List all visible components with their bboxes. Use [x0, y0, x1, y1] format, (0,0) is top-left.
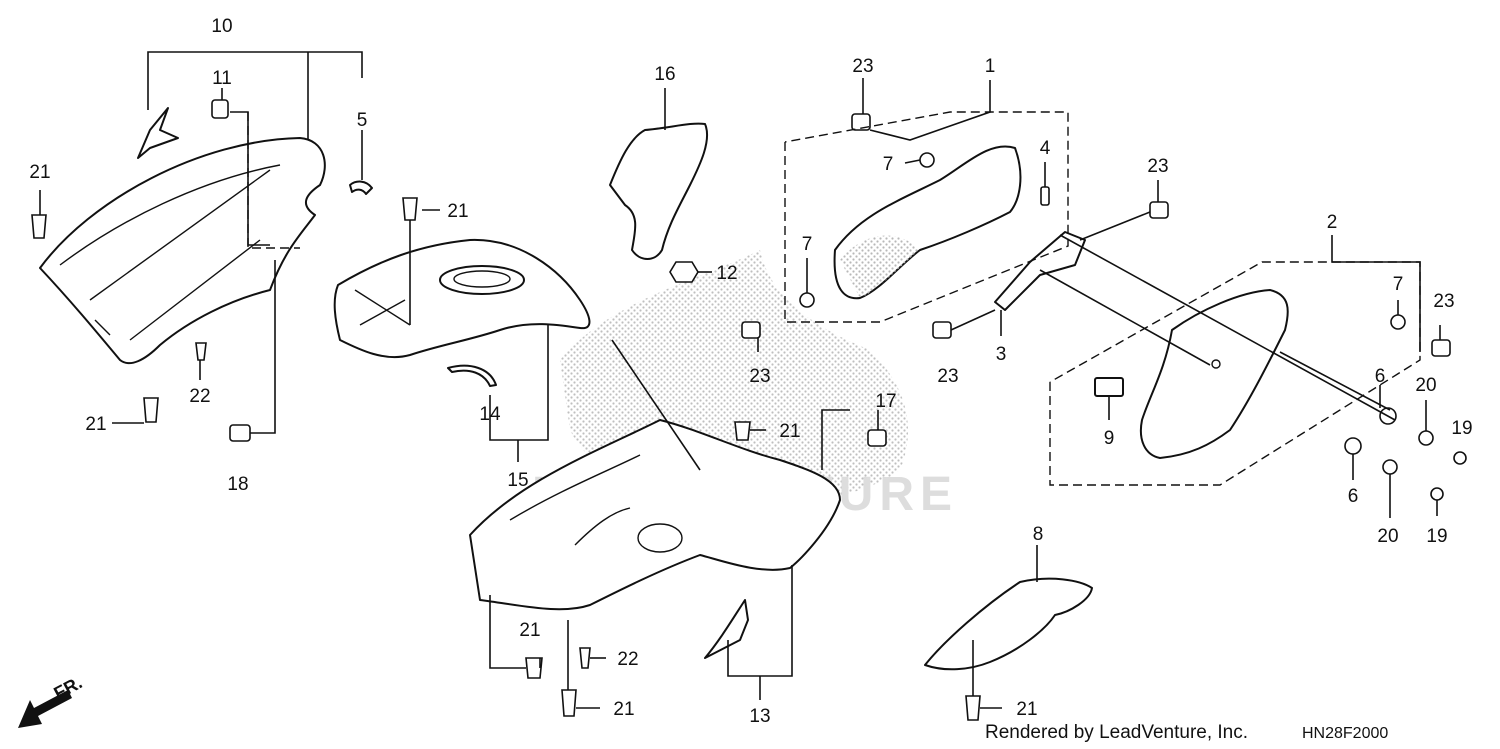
callout-21[interactable]: 21: [1016, 699, 1037, 720]
callout-9[interactable]: 9: [1104, 428, 1115, 449]
front-direction-indicator: FR.: [18, 672, 85, 728]
callout-8[interactable]: 8: [1033, 524, 1044, 545]
callout-10[interactable]: 10: [211, 16, 232, 37]
callout-14[interactable]: 14: [479, 404, 501, 425]
dashed-groups: [247, 111, 1421, 486]
part-21-clip-e[interactable]: [965, 695, 981, 721]
part-22-screw-a[interactable]: [195, 342, 207, 361]
callout-12[interactable]: 12: [716, 263, 737, 284]
part-emblem-lower[interactable]: [704, 599, 749, 659]
callout-1[interactable]: 1: [985, 56, 996, 77]
part-23-bolt-a[interactable]: [851, 113, 871, 131]
callout-19[interactable]: 19: [1451, 418, 1472, 439]
callout-23[interactable]: 23: [852, 56, 873, 77]
callout-6[interactable]: 6: [1348, 486, 1359, 507]
part-23-bolt-d[interactable]: [932, 321, 952, 339]
part-11-nut[interactable]: [211, 99, 229, 119]
part-9-label[interactable]: [1094, 377, 1124, 397]
callout-20[interactable]: 20: [1377, 526, 1398, 547]
part-10-side-cover-left[interactable]: [39, 137, 326, 365]
leader-lines: [39, 51, 1441, 709]
callout-16[interactable]: 16: [654, 64, 675, 85]
part-7-grommet-c[interactable]: [1390, 314, 1406, 330]
part-16-panel[interactable]: [609, 122, 709, 260]
part-1-bracket-cover[interactable]: [833, 145, 1022, 300]
callout-3[interactable]: 3: [996, 344, 1007, 365]
callout-21[interactable]: 21: [519, 620, 540, 641]
part-21-clip-g[interactable]: [561, 689, 577, 717]
callout-7[interactable]: 7: [883, 154, 894, 175]
callout-18[interactable]: 18: [227, 474, 248, 495]
part-6-nut-b[interactable]: [1344, 437, 1362, 455]
part-21-clip-c[interactable]: [402, 197, 418, 221]
callout-19[interactable]: 19: [1426, 526, 1447, 547]
callout-2[interactable]: 2: [1327, 212, 1338, 233]
callout-15[interactable]: 15: [507, 470, 528, 491]
callout-23[interactable]: 23: [1433, 291, 1454, 312]
callout-23[interactable]: 23: [937, 366, 958, 387]
callout-6[interactable]: 6: [1375, 366, 1386, 387]
part-14-clip[interactable]: [447, 364, 497, 387]
part-19-screw-a[interactable]: [1453, 451, 1467, 465]
part-4-pin[interactable]: [1040, 186, 1050, 206]
part-21-clip-f[interactable]: [525, 657, 543, 679]
part-17-bolt[interactable]: [867, 429, 887, 447]
part-12-nut[interactable]: [669, 261, 699, 283]
part-18-bolt[interactable]: [229, 424, 251, 442]
part-8-guard[interactable]: [924, 577, 1093, 671]
callout-21[interactable]: 21: [779, 421, 800, 442]
callout-23[interactable]: 23: [749, 366, 770, 387]
diagram-code: HN28F2000: [1302, 725, 1388, 742]
callout-23[interactable]: 23: [1147, 156, 1168, 177]
callout-22[interactable]: 22: [189, 386, 210, 407]
front-arrow-icon: [18, 690, 72, 728]
callouts: 10 11 5 21 21 22 18 21 14 15 16 12 23 1 …: [29, 16, 1472, 727]
part-2-side-cover-right[interactable]: [1140, 289, 1289, 459]
callout-21[interactable]: 21: [85, 414, 106, 435]
part-23-bolt-b[interactable]: [741, 321, 761, 339]
part-23-bolt-e[interactable]: [1431, 339, 1451, 357]
callout-22[interactable]: 22: [617, 649, 638, 670]
part-21-clip-a[interactable]: [31, 214, 47, 239]
part-22-screw-b[interactable]: [579, 647, 591, 669]
callout-5[interactable]: 5: [357, 110, 368, 131]
part-20-washer-b[interactable]: [1382, 459, 1398, 475]
callout-13[interactable]: 13: [749, 706, 770, 727]
callout-7[interactable]: 7: [1393, 274, 1404, 295]
callout-17[interactable]: 17: [875, 391, 896, 412]
part-13-lower-cover[interactable]: [469, 419, 841, 611]
callout-21[interactable]: 21: [29, 162, 50, 183]
part-21-clip-b[interactable]: [143, 397, 159, 423]
callout-11[interactable]: 11: [212, 68, 232, 89]
part-20-washer-a[interactable]: [1418, 430, 1434, 446]
callout-4[interactable]: 4: [1040, 138, 1051, 159]
callout-21[interactable]: 21: [613, 699, 634, 720]
callout-7[interactable]: 7: [802, 234, 813, 255]
part-7-grommet-a[interactable]: [919, 152, 935, 168]
part-21-clip-d[interactable]: [734, 421, 751, 441]
callout-21[interactable]: 21: [447, 201, 468, 222]
part-emblem-left[interactable]: [137, 107, 179, 159]
part-3-stay[interactable]: [994, 231, 1086, 311]
part-23-bolt-c[interactable]: [1149, 201, 1169, 219]
part-15-tank-cover[interactable]: [333, 238, 591, 359]
part-19-screw-b[interactable]: [1430, 487, 1444, 501]
part-7-grommet-b[interactable]: [799, 292, 815, 308]
fasteners: [31, 99, 1467, 721]
callout-20[interactable]: 20: [1415, 375, 1436, 396]
credit-text: Rendered by LeadVenture, Inc.: [985, 722, 1248, 743]
part-5-clip[interactable]: [349, 180, 373, 195]
